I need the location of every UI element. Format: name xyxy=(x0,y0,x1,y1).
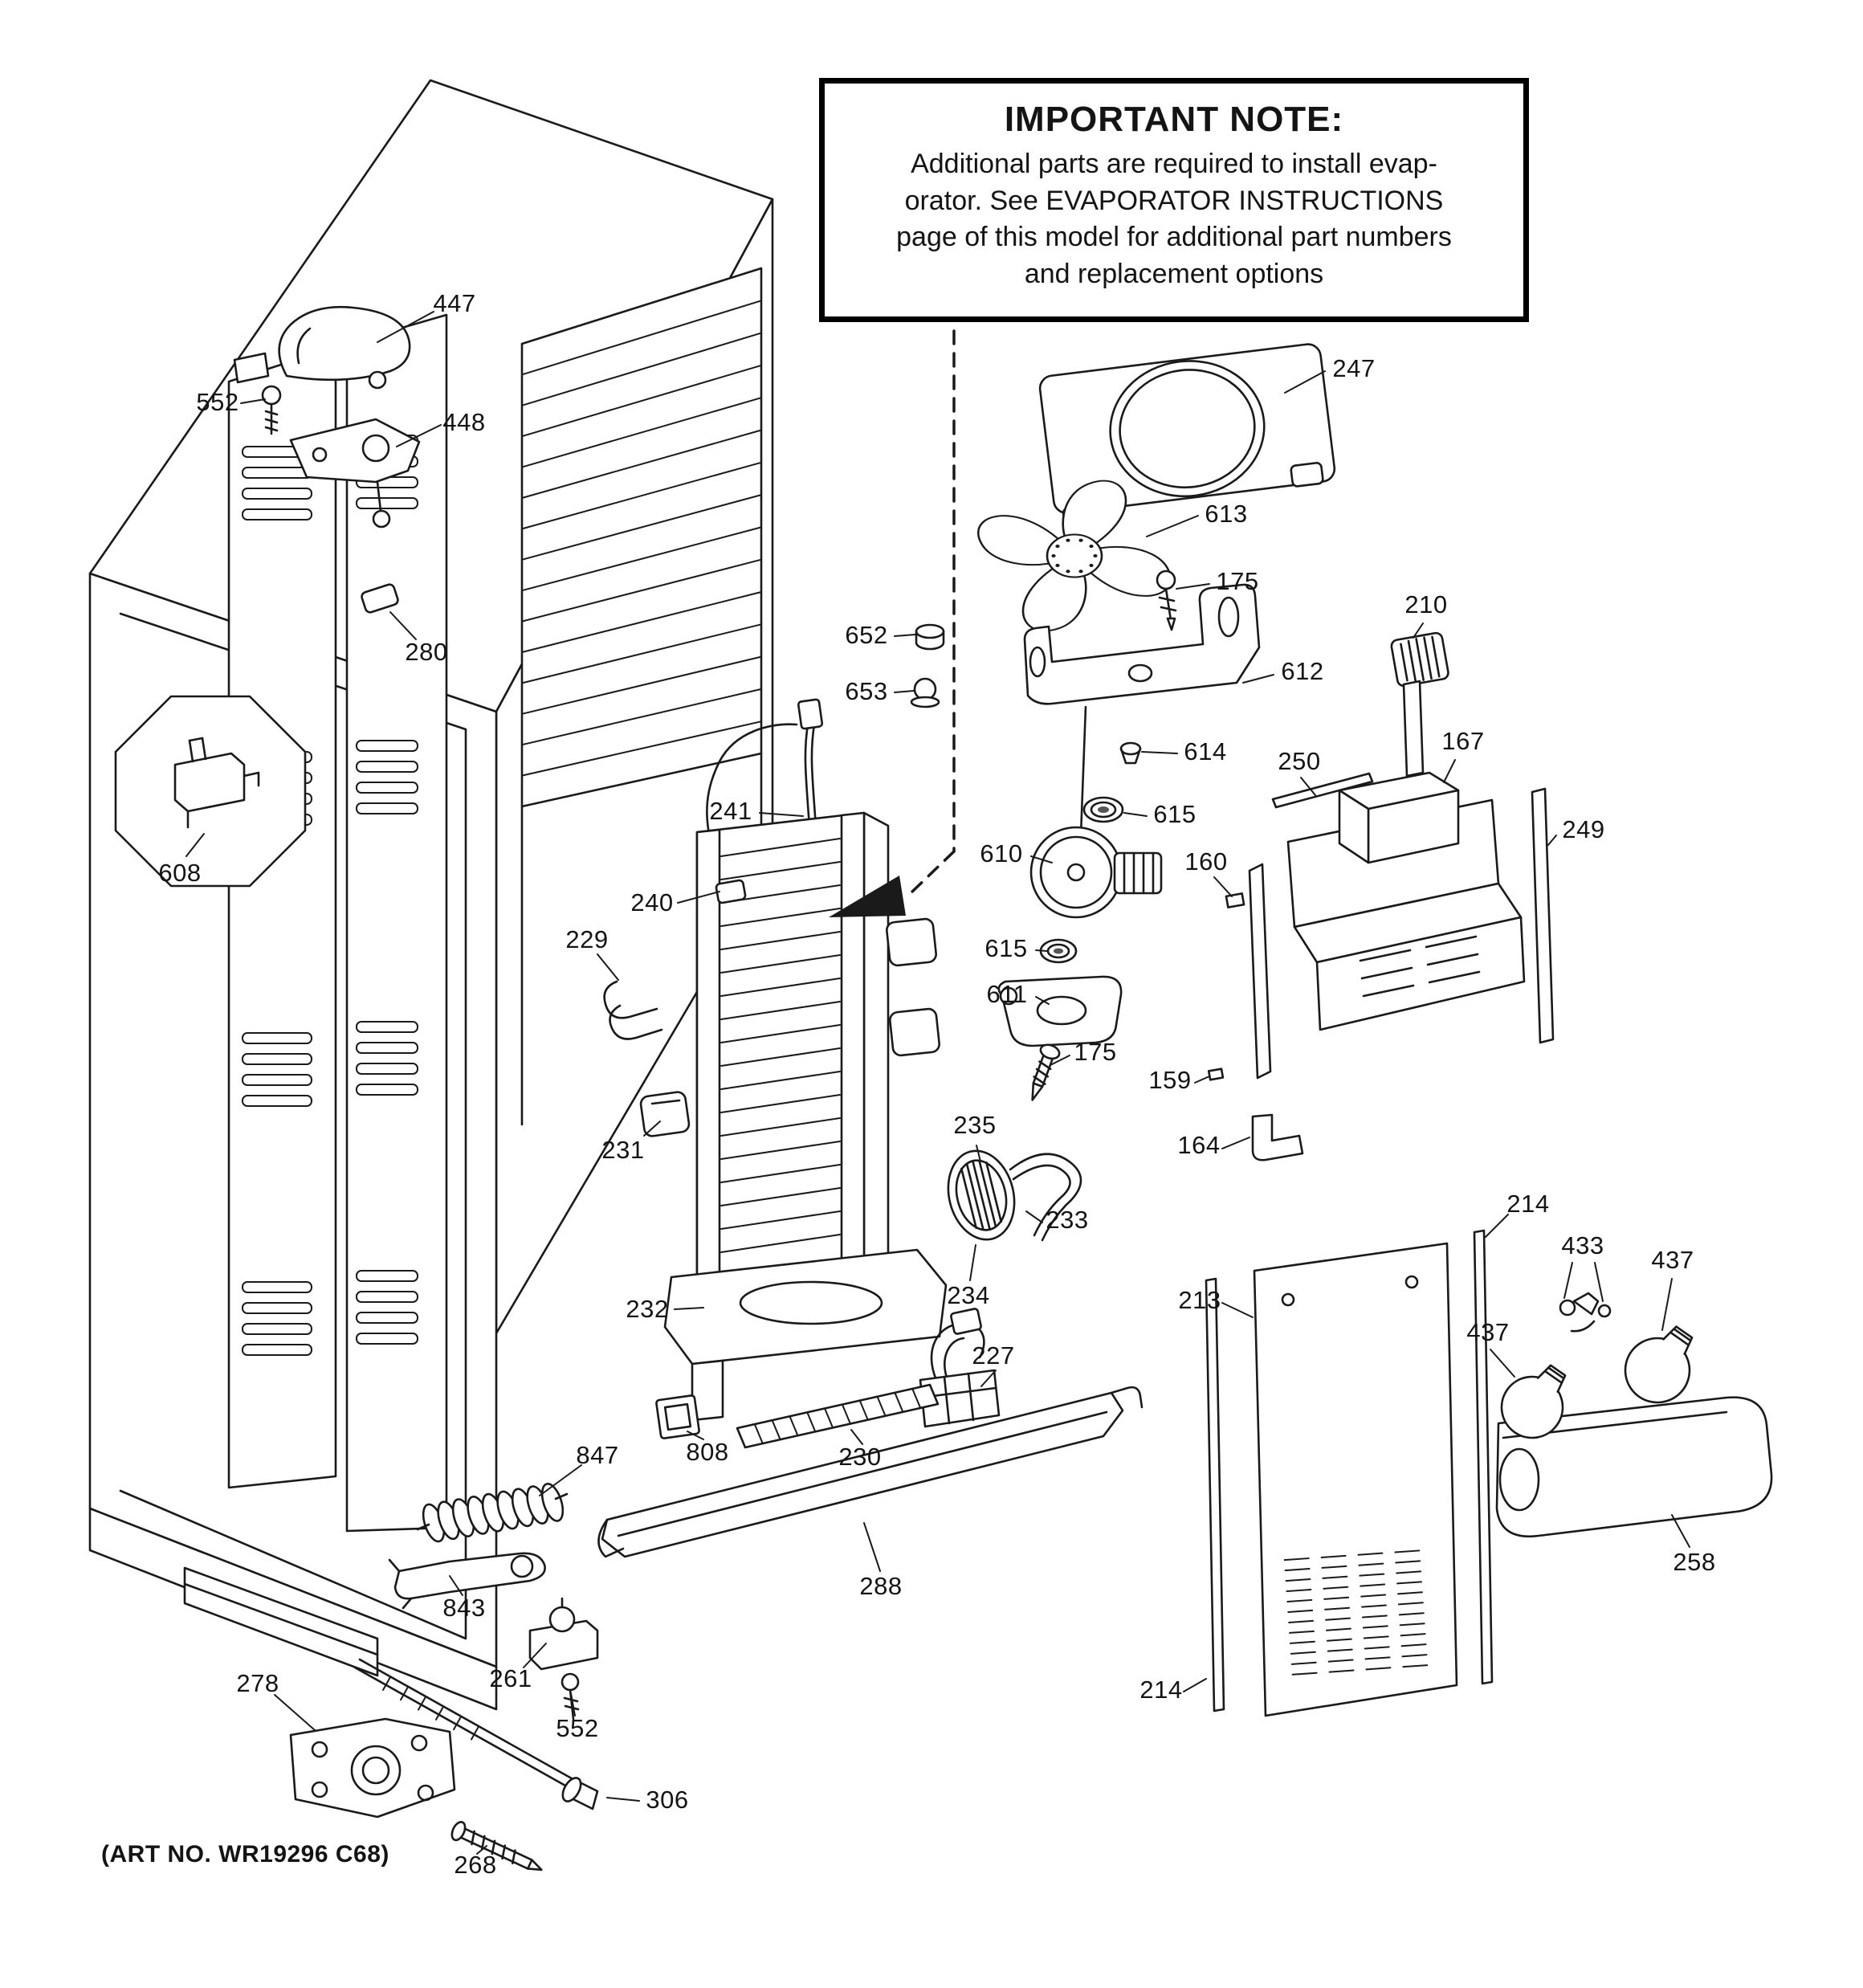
part-175-screw-fan xyxy=(1156,569,1177,631)
part-250-rod xyxy=(1271,772,1374,809)
part-280-clip xyxy=(361,583,399,614)
part-615-grommet-upper xyxy=(1082,796,1124,823)
part-167-assembly xyxy=(1248,771,1526,1080)
part-552-screw-top xyxy=(261,385,282,435)
part-614-stud xyxy=(1119,741,1142,765)
part-261-bracket xyxy=(528,1597,599,1671)
part-447-cover xyxy=(278,305,411,390)
part-247-fan-shroud xyxy=(1038,343,1336,530)
part-258-light-shield xyxy=(1495,1396,1773,1538)
condenser-fins xyxy=(520,267,763,1126)
part-615-grommet-lower xyxy=(1039,938,1078,964)
part-808-cover xyxy=(655,1394,700,1439)
important-note-box: IMPORTANT NOTE: Additional parts are req… xyxy=(819,78,1529,322)
important-note-body: Additional parts are required to install… xyxy=(825,146,1523,292)
part-288-rail xyxy=(597,1386,1143,1558)
part-213-access-panel xyxy=(1253,1242,1458,1717)
part-437-bulb-left xyxy=(1500,1364,1567,1439)
part-235-grille xyxy=(947,1149,1016,1241)
part-306-bolt xyxy=(353,1658,599,1810)
part-210-grille xyxy=(1390,631,1449,778)
part-613-fan-blade xyxy=(977,480,1172,632)
part-249-channel xyxy=(1531,787,1555,1044)
part-230-drain-strip xyxy=(736,1383,940,1449)
important-note-line: Additional parts are required to install… xyxy=(911,149,1437,179)
art-number: (ART NO. WR19296 C68) xyxy=(101,1841,389,1868)
part-608-switch-detail xyxy=(114,695,307,888)
part-160-clip xyxy=(1225,892,1245,908)
part-214-trim-left xyxy=(1205,1277,1225,1712)
part-227-harness xyxy=(919,1308,1001,1428)
important-note-line: page of this model for additional part n… xyxy=(896,222,1452,253)
part-164-hook xyxy=(1251,1113,1304,1161)
note-pointer xyxy=(829,329,956,917)
part-231-clip xyxy=(639,1091,691,1137)
part-159-clip xyxy=(1207,1067,1225,1081)
part-610-fan-motor xyxy=(1029,705,1163,919)
foam-blocks xyxy=(886,917,940,1057)
important-note-line: and replacement options xyxy=(1024,258,1324,289)
part-653-stud xyxy=(910,677,940,708)
important-note-line: orator. See EVAPORATOR INSTRUCTIONS xyxy=(904,185,1444,216)
part-843-lever xyxy=(388,1552,546,1610)
part-433-sockets xyxy=(1559,1292,1612,1333)
leader-lines xyxy=(185,311,1690,1855)
important-note-title: IMPORTANT NOTE: xyxy=(1004,100,1344,139)
part-278-hinge xyxy=(289,1717,456,1819)
part-552-screw-bottom xyxy=(561,1672,580,1721)
part-232-evaporator xyxy=(663,698,948,1422)
part-611-motor-bracket-lower xyxy=(997,975,1123,1047)
part-175-screw-lower xyxy=(1031,1043,1061,1101)
part-214-trim-right xyxy=(1473,1229,1494,1685)
part-437-bulb-right xyxy=(1624,1325,1694,1404)
part-847-spring xyxy=(416,1483,569,1543)
part-612-motor-bracket xyxy=(1023,583,1261,705)
part-229-clip xyxy=(603,980,663,1040)
part-268-screw xyxy=(450,1821,543,1872)
part-233-tube xyxy=(1009,1153,1082,1242)
part-652-grommet xyxy=(915,623,945,651)
part-448-bracket xyxy=(289,418,421,529)
